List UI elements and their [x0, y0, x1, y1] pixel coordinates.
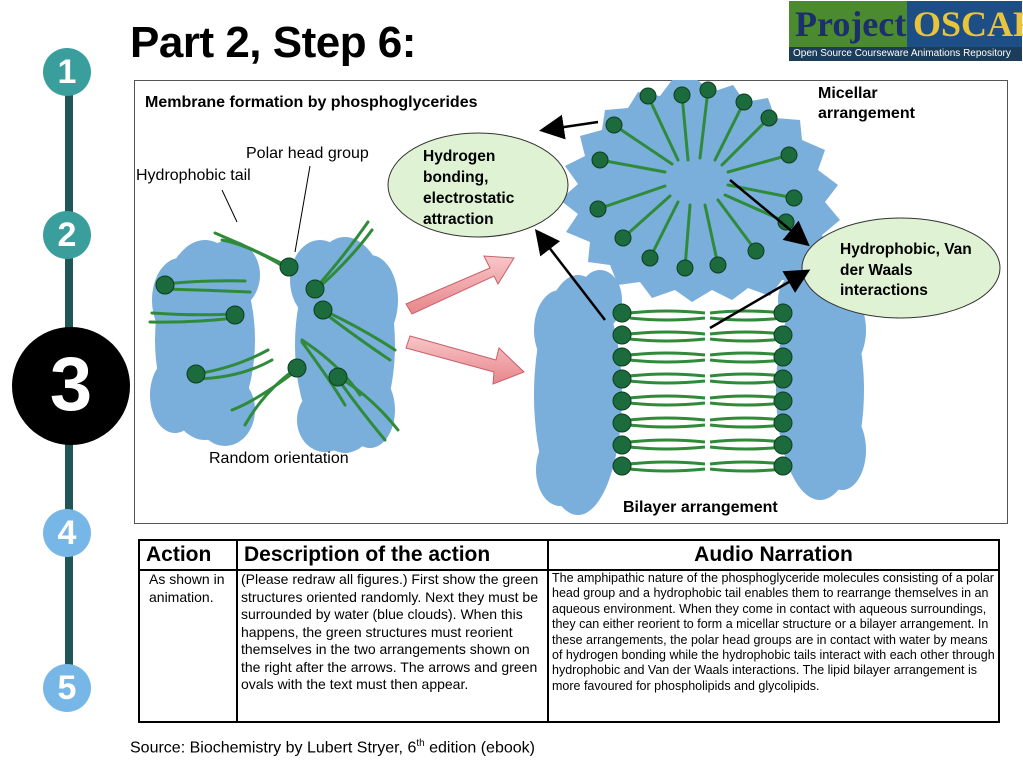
- water-cloud-bilayer-left: [534, 270, 622, 515]
- hydrophobic-tail-label: Hydrophobic tail: [136, 167, 251, 184]
- header-action: Action: [138, 539, 238, 571]
- arrow-bilayer-to-hbond: [534, 229, 606, 321]
- figure-frame: [134, 80, 1008, 524]
- action-table: Action Description of the action Audio N…: [138, 539, 1000, 723]
- slide-title: Part 2, Step 6:: [130, 18, 416, 67]
- step-2-button[interactable]: 2: [43, 211, 91, 259]
- table-header-row: Action Description of the action Audio N…: [138, 539, 1000, 571]
- hbond-oval: [387, 132, 569, 238]
- pink-arrow-to-micelle: [405, 255, 515, 315]
- action-cell: As shown in animation.: [138, 569, 238, 723]
- pink-arrow-to-bilayer: [405, 335, 525, 385]
- logo-word-project: Project: [795, 4, 907, 44]
- micellar-label: Micellar arrangement: [818, 85, 915, 122]
- description-cell: (Please redraw all figures.) First show …: [236, 569, 549, 723]
- bilayer-label: Bilayer arrangement: [623, 499, 778, 516]
- micelle-heads: [589, 81, 803, 277]
- logo-tagline: Open Source Courseware Animations Reposi…: [793, 48, 1011, 59]
- step-1-button[interactable]: 1: [43, 48, 91, 96]
- hbond-label: Hydrogen bonding, electrostatic attracti…: [423, 148, 515, 228]
- hydrophobic-interactions-label: Hydrophobic, Van der Waals interactions: [840, 241, 972, 299]
- table-row: As shown in animation. (Please redraw al…: [138, 569, 1000, 723]
- source-text-end: edition (ebook): [424, 739, 535, 757]
- arrow-to-hbond-oval: [539, 114, 599, 140]
- bilayer-tails: [629, 309, 784, 473]
- bilayer-heads: [612, 303, 793, 476]
- membrane-diagram: [148, 80, 1001, 515]
- logo-word-oscar: OSCAR: [913, 4, 1023, 44]
- step-4-button[interactable]: 4: [43, 509, 91, 557]
- arrow-bilayer-to-hydrophobic: [709, 269, 811, 330]
- header-description: Description of the action: [236, 539, 549, 571]
- step-3-button-current[interactable]: 3: [12, 327, 130, 445]
- arrow-micelle-to-hydrophobic: [729, 179, 810, 247]
- water-cloud-middle: [290, 237, 398, 453]
- figure-heading: Membrane formation by phosphoglycerides: [145, 94, 478, 111]
- hydrophobic-oval: [801, 217, 1001, 319]
- random-heads: [155, 257, 348, 387]
- narration-cell: The amphipathic nature of the phosphogly…: [547, 569, 1000, 723]
- step-5-button[interactable]: 5: [43, 664, 91, 712]
- tail-pointer: [221, 189, 238, 223]
- polar-head-label: Polar head group: [246, 145, 369, 162]
- header-audio: Audio Narration: [547, 539, 1000, 571]
- water-cloud-left: [150, 240, 260, 446]
- source-text: Source: Biochemistry by Lubert Stryer, 6: [130, 739, 417, 757]
- source-sup: th: [416, 738, 425, 749]
- head-pointer: [294, 165, 311, 253]
- project-oscar-logo: Project OSCAR Open Source Courseware Ani…: [789, 1, 1023, 61]
- random-orientation-label: Random orientation: [209, 450, 349, 467]
- source-citation: Source: Biochemistry by Lubert Stryer, 6…: [130, 738, 535, 757]
